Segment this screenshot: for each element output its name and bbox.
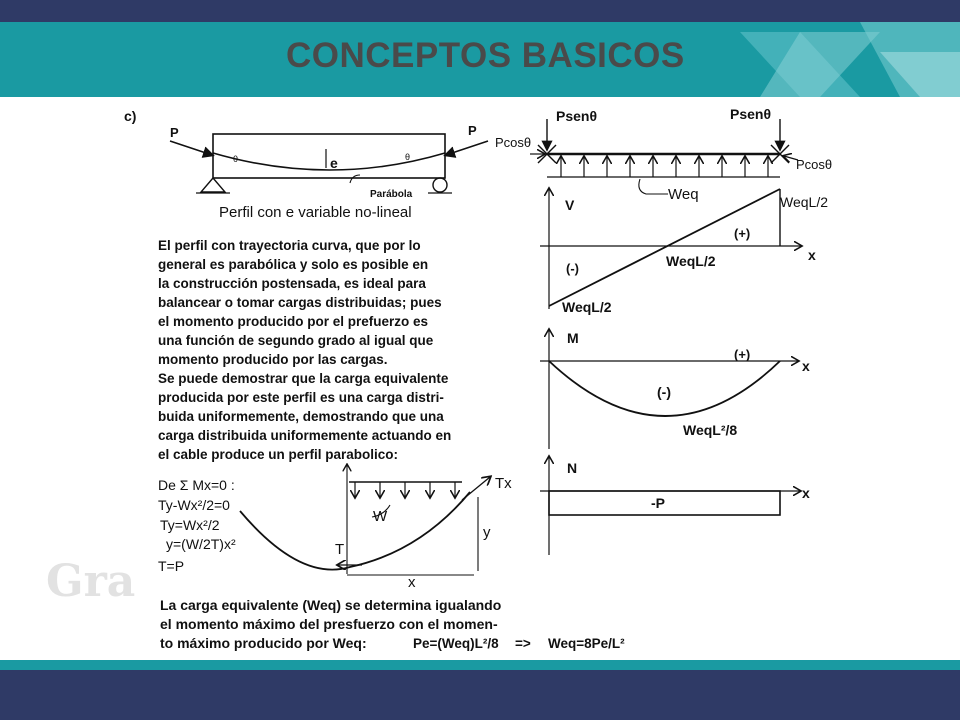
load-p-left-arrow	[169, 140, 215, 158]
cable-curve	[239, 491, 471, 571]
shear-negative-label: (-)	[566, 261, 579, 276]
normal-force-value: -P	[651, 495, 665, 511]
pin-support-left	[199, 176, 227, 193]
figure-label: c)	[124, 108, 136, 124]
p-cos-right-arrow	[784, 156, 799, 160]
label-tx: Tx	[495, 475, 512, 492]
footer-bar	[0, 670, 960, 720]
paragraph-line: la construcción postensada, es ideal par…	[158, 276, 426, 291]
shear-positive-label: (+)	[734, 226, 750, 241]
technical-figure: c) P P θ θ e Parábola Perfil con e varia…	[124, 106, 832, 651]
p-cos-right-label: Pcosθ	[796, 157, 832, 172]
shear-top-right-label: WeqL/2	[780, 194, 828, 210]
derivation-line: T=P	[158, 558, 184, 574]
paragraph-line: el cable produce un perfil parabolico:	[158, 447, 398, 462]
slide-header	[0, 22, 960, 97]
eccentricity-label: e	[330, 155, 338, 171]
paragraph-line: producida por este perfil es una carga d…	[158, 390, 444, 405]
load-p-right-arrow	[443, 140, 489, 158]
moment-positive-label: (+)	[734, 347, 750, 362]
conclusion-line: to máximo producido por Weq:	[160, 635, 367, 651]
m-axis-label: M	[567, 330, 579, 346]
w-pointer	[371, 504, 391, 518]
m-x-axis-label: x	[802, 358, 810, 374]
paragraph-line: buida uniformemente, demostrando que una	[158, 409, 444, 424]
angle-right-label: θ	[405, 152, 410, 162]
moment-negative-label: (-)	[657, 384, 671, 400]
paragraph-line: Se puede demostrar que la carga equivale…	[158, 371, 449, 386]
label-y: y	[483, 524, 491, 541]
weq-label: Weq	[668, 186, 699, 203]
conclusion-line: el momento máximo del presfuerzo con el …	[160, 616, 498, 632]
v-x-axis-label: x	[808, 247, 816, 263]
anchor-right-x2	[770, 144, 790, 164]
derivation-line: Ty=Wx²/2	[160, 517, 220, 533]
moment-parabola	[548, 360, 781, 417]
conclusion-text: La carga equivalente (Weq) se determina …	[160, 597, 505, 651]
derivation-equations: De Σ Mx=0 : Ty-Wx²/2=0 Ty=Wx²/2 y=(W/2T)…	[158, 477, 240, 574]
paragraph-line: general es parabólica y solo es posible …	[158, 257, 428, 272]
p-sen-left-label: Psenθ	[556, 108, 597, 124]
formula-pe: Pe=(Weq)L²/8	[413, 636, 499, 651]
shear-bottom-left-label: WeqL/2	[562, 299, 612, 315]
anchor-left-x2	[537, 144, 557, 164]
paragraph-line: carga distribuida uniformemente actuando…	[158, 428, 451, 443]
beam-outline	[212, 133, 446, 179]
parabola-label: Parábola	[370, 189, 413, 200]
paragraph-line: el momento producido por el prefuerzo es	[158, 314, 428, 329]
roller-support-right	[432, 177, 448, 193]
p-sen-right-label: Psenθ	[730, 106, 771, 122]
moment-max-label: WeqL²/8	[683, 422, 737, 438]
v-axis-label: V	[565, 197, 575, 213]
label-x: x	[408, 574, 416, 591]
header-decoration	[740, 22, 960, 97]
conclusion-line: La carga equivalente (Weq) se determina …	[160, 597, 501, 613]
paragraph-line: una función de segundo grado al igual qu…	[158, 333, 434, 348]
n-axis-label: N	[567, 460, 577, 476]
slide-title: CONCEPTOS BASICOS	[286, 36, 685, 75]
explanation-paragraph: El perfil con trayectoria curva, que por…	[158, 238, 455, 462]
formula-weq: Weq=8Pe/L²	[548, 636, 625, 651]
formula-implies: =>	[515, 636, 531, 651]
derivation-line: Ty-Wx²/2=0	[158, 497, 230, 513]
paragraph-line: momento producido por las cargas.	[158, 352, 388, 367]
load-p-right-label: P	[468, 123, 477, 138]
shear-middle-label: WeqL/2	[666, 253, 716, 269]
shear-line	[548, 188, 781, 307]
parabolic-cable	[212, 152, 446, 171]
tension-tx-arrow	[461, 477, 490, 501]
paragraph-line: balancear o tomar cargas distribuidas; p…	[158, 295, 442, 310]
normal-force-block	[548, 490, 781, 516]
paragraph-line: El perfil con trayectoria curva, que por…	[158, 238, 421, 253]
n-x-axis-label: x	[802, 485, 810, 501]
weq-load-arrows	[561, 157, 768, 177]
weq-pointer	[638, 178, 668, 195]
label-w: W	[373, 508, 388, 525]
footer-accent-strip	[0, 660, 960, 670]
watermark: Gra	[46, 556, 136, 607]
derivation-line: y=(W/2T)x²	[166, 536, 236, 552]
figure-caption: Perfil con e variable no-lineal	[219, 204, 412, 221]
derivation-line: De Σ Mx=0 :	[158, 477, 235, 493]
angle-left-label: θ	[233, 154, 238, 164]
top-bar	[0, 0, 960, 22]
distributed-load-arrows	[355, 482, 455, 497]
parabola-pointer	[349, 174, 361, 184]
load-p-left-label: P	[170, 125, 179, 140]
label-t: T	[335, 541, 344, 558]
p-cos-left-label: Pcosθ	[495, 135, 531, 150]
